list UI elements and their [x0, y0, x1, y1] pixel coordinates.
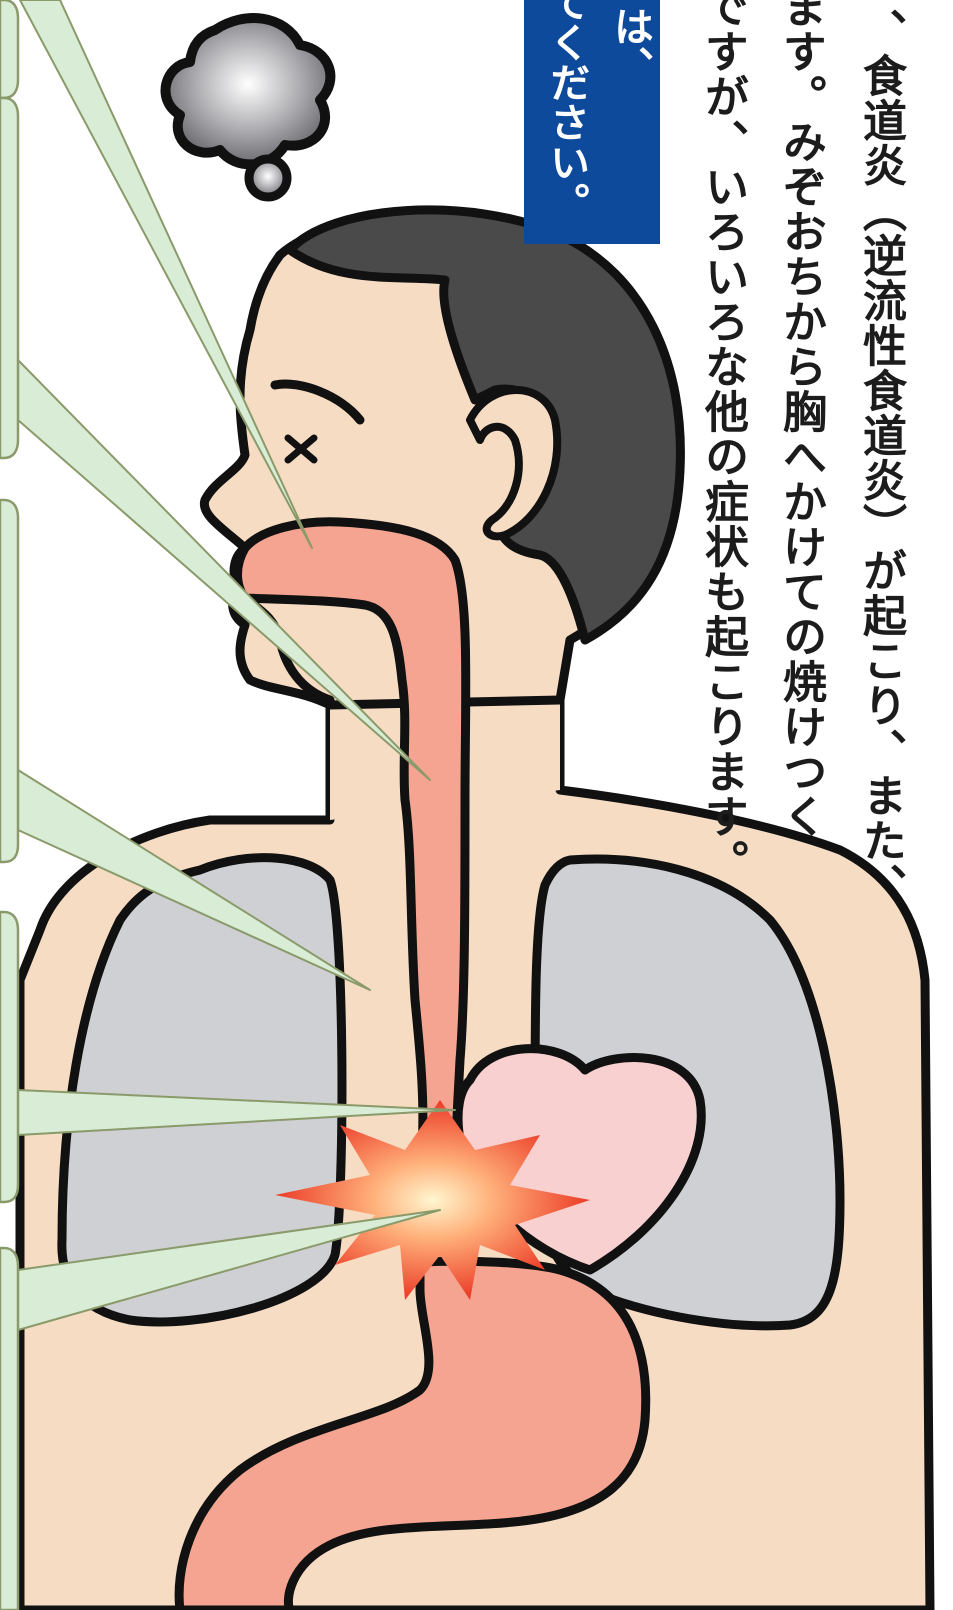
- callout-box-4: [0, 912, 18, 1202]
- notice-banner-line-1: は、: [610, 6, 650, 86]
- callout-strip: [0, 0, 18, 1610]
- notice-banner-line-2: てください。: [546, 0, 586, 222]
- body-text-line-1: 、食道炎（逆流性食道炎）が起こり、また、: [858, 8, 902, 908]
- body-text-line-3: ですが、いろいろな他の症状も起こります。: [700, 0, 744, 884]
- cloud-puff: [166, 18, 331, 164]
- callout-box-1: [0, 0, 18, 98]
- thought-cloud: [166, 18, 331, 197]
- callout-box-3: [0, 500, 18, 862]
- callout-box-5: [0, 1248, 18, 1610]
- body-text-line-2: ます。みぞおちから胸へかけての焼けつく: [778, 0, 822, 839]
- cloud-bubble: [249, 159, 287, 197]
- callout-box-2: [0, 98, 18, 458]
